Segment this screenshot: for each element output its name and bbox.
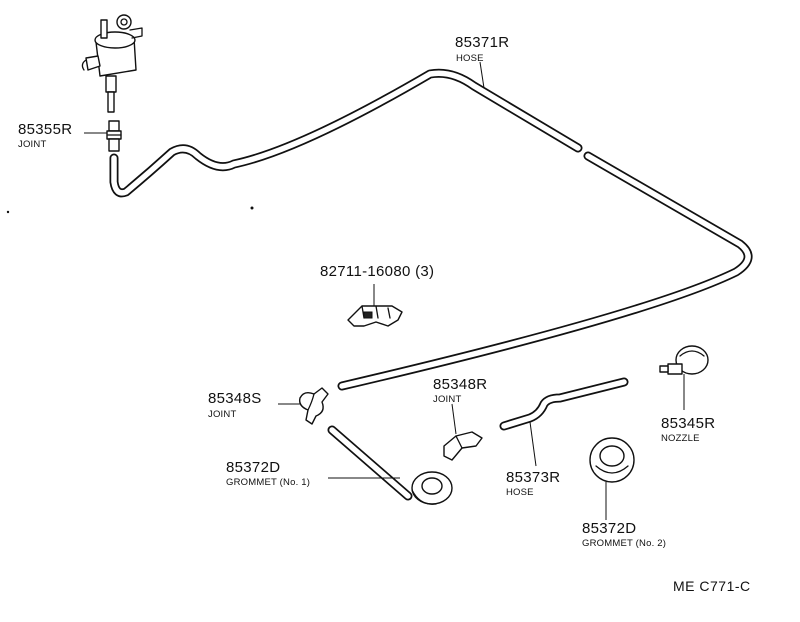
leader-85348r: [451, 403, 457, 435]
label-85345r-name: NOZZLE: [661, 433, 700, 444]
label-85348s-no: 85348S: [208, 390, 262, 407]
label-85371r-name: HOSE: [456, 53, 484, 64]
leader-85371r: [479, 61, 485, 89]
joint-85355r: [106, 120, 122, 152]
stray-mark: [250, 206, 254, 210]
joint-85348s: [298, 387, 329, 425]
label-85373r-no: 85373R: [506, 469, 560, 486]
stray-mark: [6, 210, 10, 214]
clip-82711-16080: [347, 305, 403, 327]
grommet-no2: [589, 437, 635, 483]
label-85372d-2-name: GROMMET (No. 2): [582, 538, 666, 549]
nozzle-85345r: [659, 345, 709, 375]
label-85355r-no: 85355R: [18, 121, 72, 138]
label-85373r-name: HOSE: [506, 487, 534, 498]
label-85355r-name: JOINT: [18, 139, 46, 150]
label-85348r-name: JOINT: [433, 394, 461, 405]
leader-85373r: [529, 421, 537, 467]
hose-85371r: [109, 68, 753, 391]
label-85372d-1-name: GROMMET (No. 1): [226, 477, 310, 488]
washer-pump: [81, 14, 143, 113]
label-85372d-2-no: 85372D: [582, 520, 636, 537]
label-85372d-1-no: 85372D: [226, 459, 280, 476]
grommet-no1: [327, 425, 453, 505]
label-85348s-name: JOINT: [208, 409, 236, 420]
label-85345r-no: 85345R: [661, 415, 715, 432]
hose-85373r: [499, 377, 629, 431]
label-clip-no: 82711-16080 (3): [320, 263, 434, 280]
label-85348r-no: 85348R: [433, 376, 487, 393]
joint-85348r: [443, 431, 483, 461]
diagram-code: ME C771-C: [673, 578, 751, 594]
label-85371r-no: 85371R: [455, 34, 509, 51]
